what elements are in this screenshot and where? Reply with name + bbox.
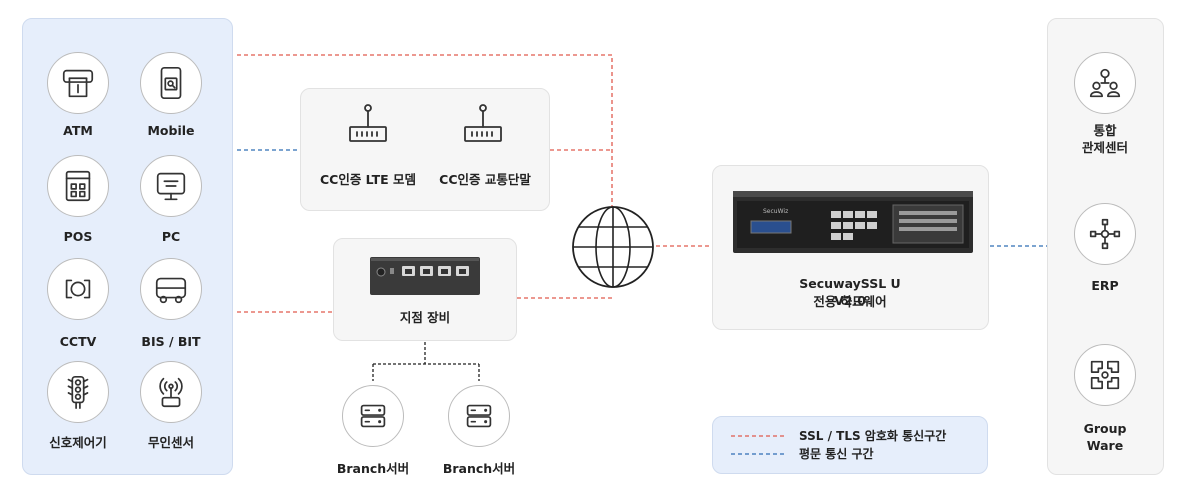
network-node-icon [1074,203,1136,265]
groupware-label-1: Group [1083,421,1127,436]
pos-icon [47,155,109,217]
groupware-icon [1074,344,1136,406]
bis-bit-label: BIS / BIT [141,334,201,349]
mobile-label: Mobile [147,123,195,138]
sensor-icon [140,361,202,423]
globe-icon [572,206,654,288]
legend-box [712,416,988,474]
pc-label: PC [161,229,181,244]
server-icon [448,385,510,447]
cctv-icon [47,258,109,320]
rack-server-image: SecuWiz [733,191,973,253]
pos-label: POS [63,229,93,244]
erp-label: ERP [1091,278,1119,293]
traffic-light-icon [47,361,109,423]
cc-certified-terminals-box [300,88,550,211]
branch-tree-line [372,342,480,381]
branch-equipment-device-image [370,257,480,295]
ssl-line-top [237,54,613,258]
pc-icon [140,155,202,217]
bus-icon [140,258,202,320]
atm-icon [47,52,109,114]
lte-modem-label: CC인증 LTE 모뎀 [319,172,416,187]
mobile-icon [140,52,202,114]
legend-ssl-label: SSL / TLS 암호화 통신구간 [799,429,947,443]
router-icon [349,104,387,142]
hardware-name-label: SecuwaySSL U V2.0 [799,276,901,308]
legend-swatches [731,435,787,455]
legend-plain-label: 평문 통신 구간 [799,447,874,461]
control-center-label-2: 관제센터 [1081,140,1128,155]
branch-server-label: Branch서버 [442,461,516,476]
router-icon [464,104,502,142]
control-center-label-1: 통합 [1093,123,1117,138]
cctv-label: CCTV [59,334,97,349]
server-icon [342,385,404,447]
hardware-desc-label: 전용 하드웨어 [813,294,887,309]
groupware-label-2: Ware [1086,438,1124,453]
traffic-terminal-label: CC인증 교통단말 [439,172,531,187]
traffic-controller-label: 신호제어기 [49,435,107,450]
atm-label: ATM [63,123,93,138]
hardware-brand-text: SecuWiz [763,208,788,215]
sensor-label: 무인센서 [147,435,194,450]
branch-equipment-label: 지점 장비 [399,310,451,325]
branch-server-label: Branch서버 [336,461,410,476]
org-chart-icon [1074,52,1136,114]
